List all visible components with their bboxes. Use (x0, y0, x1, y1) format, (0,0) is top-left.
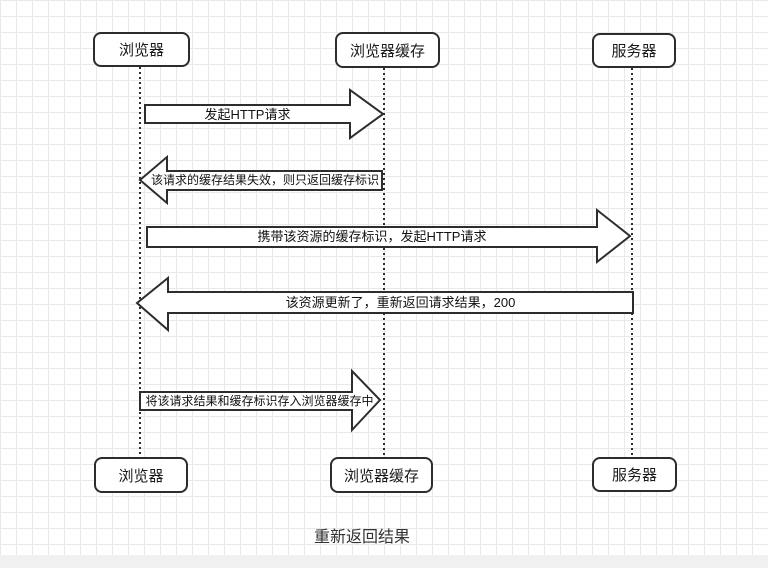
actor-label: 浏览器缓存 (349, 42, 425, 60)
actor-label: 浏览器缓存 (343, 467, 419, 485)
actor-box-server-top[interactable]: 服务器 (592, 33, 676, 68)
message-label: 该请求的缓存结果失效，则只返回缓存标识 (150, 173, 379, 187)
message-arrow-http-request[interactable] (144, 88, 385, 140)
actor-box-browser-cache-bottom[interactable]: 浏览器缓存 (330, 457, 433, 493)
message-arrow-store-result[interactable] (139, 368, 382, 433)
actor-label: 浏览器 (118, 42, 164, 59)
message-label: 该资源更新了，重新返回请求结果，200 (285, 294, 516, 310)
message-arrow-cache-invalid[interactable] (138, 154, 383, 206)
lifeline-browser (139, 67, 141, 457)
actor-box-browser-top[interactable]: 浏览器 (93, 32, 190, 67)
actor-label: 服务器 (611, 467, 657, 484)
message-arrow-request-with-etag[interactable] (146, 207, 632, 265)
lifeline-browser-cache (383, 68, 385, 457)
diagram-caption[interactable]: 重新返回结果 (313, 529, 410, 546)
canvas-bottom-edge (0, 555, 768, 568)
actor-box-browser-cache-top[interactable]: 浏览器缓存 (335, 32, 440, 68)
actor-label: 浏览器 (118, 467, 164, 485)
message-label: 将该请求结果和缓存标识存入浏览器缓存中 (145, 394, 374, 408)
message-arrow-resource-updated-200[interactable] (135, 275, 634, 333)
actor-box-browser-bottom[interactable]: 浏览器 (94, 457, 188, 493)
message-label: 发起HTTP请求 (204, 106, 291, 122)
actor-box-server-bottom[interactable]: 服务器 (592, 457, 677, 492)
lifeline-server (631, 68, 633, 457)
message-label: 携带该资源的缓存标识，发起HTTP请求 (257, 229, 487, 244)
actor-label: 服务器 (611, 43, 657, 60)
